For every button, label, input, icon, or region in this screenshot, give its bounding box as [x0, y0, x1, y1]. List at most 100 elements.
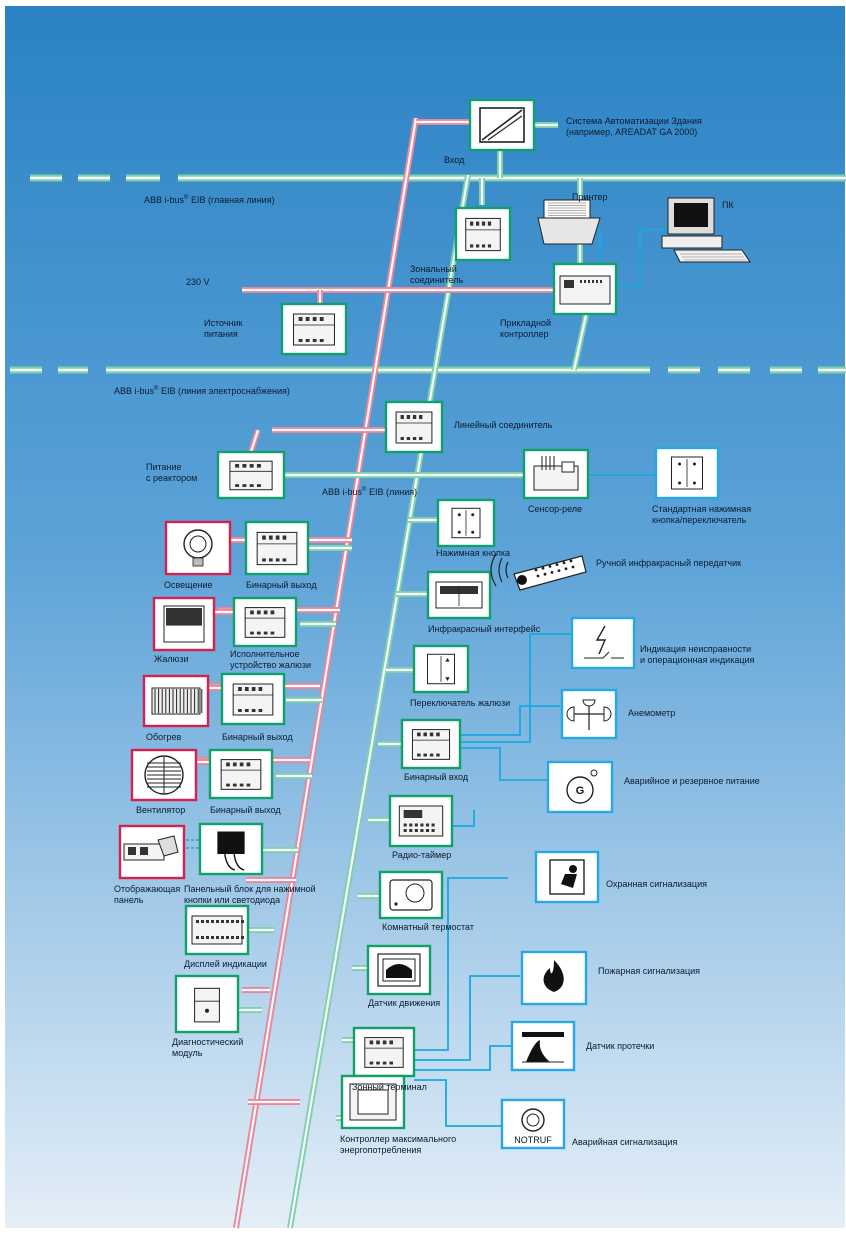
- zone-term-to-burglar: [408, 877, 508, 1051]
- diagnostic-device: [174, 974, 240, 1034]
- blind-switch-device: [412, 644, 470, 694]
- bin-out-2-label-line: Бинарный выход: [222, 732, 293, 742]
- diagnostic-icon: [194, 987, 220, 1023]
- alarm-label: Аварийная сигнализация: [572, 1137, 677, 1147]
- pink-trunk-cable: [233, 117, 419, 1229]
- device-icon: [244, 607, 286, 638]
- zone-coupler-device: [454, 206, 512, 262]
- sensor-relay-label: Сенсор-реле: [528, 504, 582, 514]
- ir-interface-device: [426, 570, 492, 620]
- ir-interface-label-line: Инфракрасный интерфейс: [428, 624, 541, 634]
- display-panel-device: [118, 824, 186, 880]
- diag-label-line: Диагностический: [172, 1037, 243, 1047]
- pc-device: [661, 197, 751, 263]
- bin-out-3-label: Бинарный выход: [210, 805, 281, 815]
- device-icon: [217, 831, 245, 871]
- blind-switch-label-line: Переключатель жалюзи: [410, 698, 510, 708]
- anemometer-label: Анемометр: [628, 708, 675, 718]
- disp-panel-label-line: панель: [114, 895, 144, 905]
- fault-ind-label-line: Индикация неисправности: [640, 644, 751, 654]
- registered-mark: ®: [154, 385, 159, 392]
- fire-label-line: Пожарная сигнализация: [598, 966, 700, 976]
- bin-out-1-label-line: Бинарный выход: [246, 580, 317, 590]
- device-icon: [293, 313, 335, 346]
- thermostat-icon: [389, 879, 433, 911]
- sensor-relay-label-line: Сенсор-реле: [528, 504, 582, 514]
- bas-label-line: (например, AREADAT GA 2000): [566, 127, 697, 137]
- disp-panel-label-line: Отображающая: [114, 884, 180, 894]
- device-icon: [465, 217, 501, 252]
- binary-output-1-device: [244, 520, 310, 576]
- emergency-power-label: Аварийное и резервное питание: [624, 776, 760, 786]
- zone-terminal-device: [352, 1026, 416, 1078]
- zone-term-to-leak: [414, 1045, 512, 1071]
- emergency-button-icon: [521, 1108, 545, 1132]
- device-icon: [183, 529, 213, 567]
- binary-in-to-fault: [460, 633, 572, 743]
- lighting-label: Освещение: [164, 580, 213, 590]
- reactor-label-line: с реактором: [146, 473, 197, 483]
- diagram-background: [5, 6, 845, 1228]
- power-line-label: ABB i-bus® EIB (линия электроснабжения): [114, 385, 290, 396]
- device-icon: [220, 759, 262, 790]
- panel-block-label-line: кнопки или светодиода: [184, 895, 280, 905]
- motion-sensor-device: [366, 944, 432, 996]
- burglar-icon: [549, 859, 585, 895]
- push-button-label: Нажимная кнопка: [436, 548, 510, 558]
- fan-label-line: Вентилятор: [136, 805, 185, 815]
- anemometer-label-line: Анемометр: [628, 708, 675, 718]
- motion-sensor-icon: [377, 953, 421, 987]
- max-controller-device: [340, 1074, 406, 1130]
- thermostat-label: Комнатный термостат: [382, 922, 474, 932]
- bas-label-line: Система Автоматизации Здания: [566, 116, 702, 126]
- blind-actuator-device: [232, 596, 298, 648]
- main-line-label: ABB i-bus® EIB (главная линия): [144, 194, 275, 205]
- fault-indication-icon: [584, 625, 624, 659]
- bus-type: EIB (главная линия): [188, 195, 274, 205]
- blinds-icon: [163, 605, 205, 643]
- gateway-label: Вход: [444, 155, 465, 165]
- pc-label-line: ПК: [722, 200, 734, 210]
- max-ctrl-label-line: энергопотребления: [340, 1145, 421, 1155]
- lighting-label-line: Освещение: [164, 580, 213, 590]
- bin-input-label-line: Бинарный вход: [404, 772, 469, 782]
- zone-coupler-label-line: соединитель: [410, 275, 464, 285]
- zone-term-to-alarm: [414, 1079, 502, 1127]
- printer-label-line: Принтер: [572, 192, 608, 202]
- label-layer: Система Автоматизации Здания(например, A…: [114, 116, 760, 1155]
- device-icon: [435, 581, 483, 609]
- binary-in-to-anemometer: [460, 705, 560, 736]
- std-button-device: [654, 446, 720, 500]
- line-label: ABB i-bus® EIB (линия): [322, 486, 417, 497]
- alarm-device: [500, 1098, 566, 1150]
- binary-in-to-generator: [460, 747, 548, 781]
- bus-name: ABB i-bus: [144, 195, 185, 205]
- blinds-device: [152, 596, 216, 652]
- power-supply-label-line: питания: [204, 329, 238, 339]
- bus-name: ABB i-bus: [114, 386, 155, 396]
- push-button-device: [436, 498, 496, 548]
- zone-terminal-label: Зонный терминал: [352, 1082, 427, 1092]
- bus-type: EIB (линия электроснабжения): [158, 386, 289, 396]
- leak-label-line: Датчик протечки: [586, 1041, 654, 1051]
- blinds-label-line: Жалюзи: [154, 654, 189, 664]
- motion-label-line: Датчик движения: [368, 998, 440, 1008]
- alarm-label-line: Аварийная сигнализация: [572, 1137, 677, 1147]
- registered-mark: ®: [362, 486, 367, 493]
- emergency-power-label-line: Аварийное и резервное питание: [624, 776, 760, 786]
- anemometer-icon: [566, 699, 612, 730]
- power-supply-label-line: Источник: [204, 318, 242, 328]
- device-icon: [398, 805, 444, 837]
- fan-label: Вентилятор: [136, 805, 185, 815]
- remote-control-icon: [490, 553, 587, 591]
- blinds-label: Жалюзи: [154, 654, 189, 664]
- blind-actuator-label-line: устройство жалюзи: [230, 660, 311, 670]
- device-icon: [229, 460, 273, 491]
